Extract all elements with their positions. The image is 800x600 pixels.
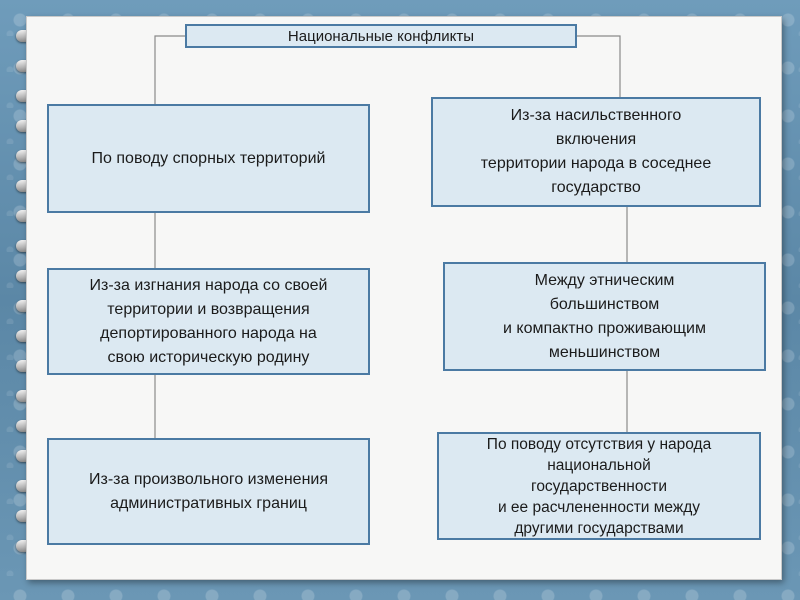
- diagram-title: Национальные конфликты: [185, 24, 577, 48]
- right-box-ethnic-majority: Между этническим большинством и компактн…: [443, 262, 766, 371]
- left-box-borders: Из-за произвольного изменения администра…: [47, 438, 370, 545]
- connector-left-top: [155, 36, 185, 104]
- left-box-disputed-territories: По поводу спорных территорий: [47, 104, 370, 213]
- left-box-deportation: Из-за изгнания народа со своей территори…: [47, 268, 370, 375]
- right-box-forced-inclusion: Из-за насильственного включения территор…: [431, 97, 761, 207]
- right-box-statehood: По поводу отсутствия у народа национальн…: [437, 432, 761, 540]
- connector-right-top: [577, 36, 620, 97]
